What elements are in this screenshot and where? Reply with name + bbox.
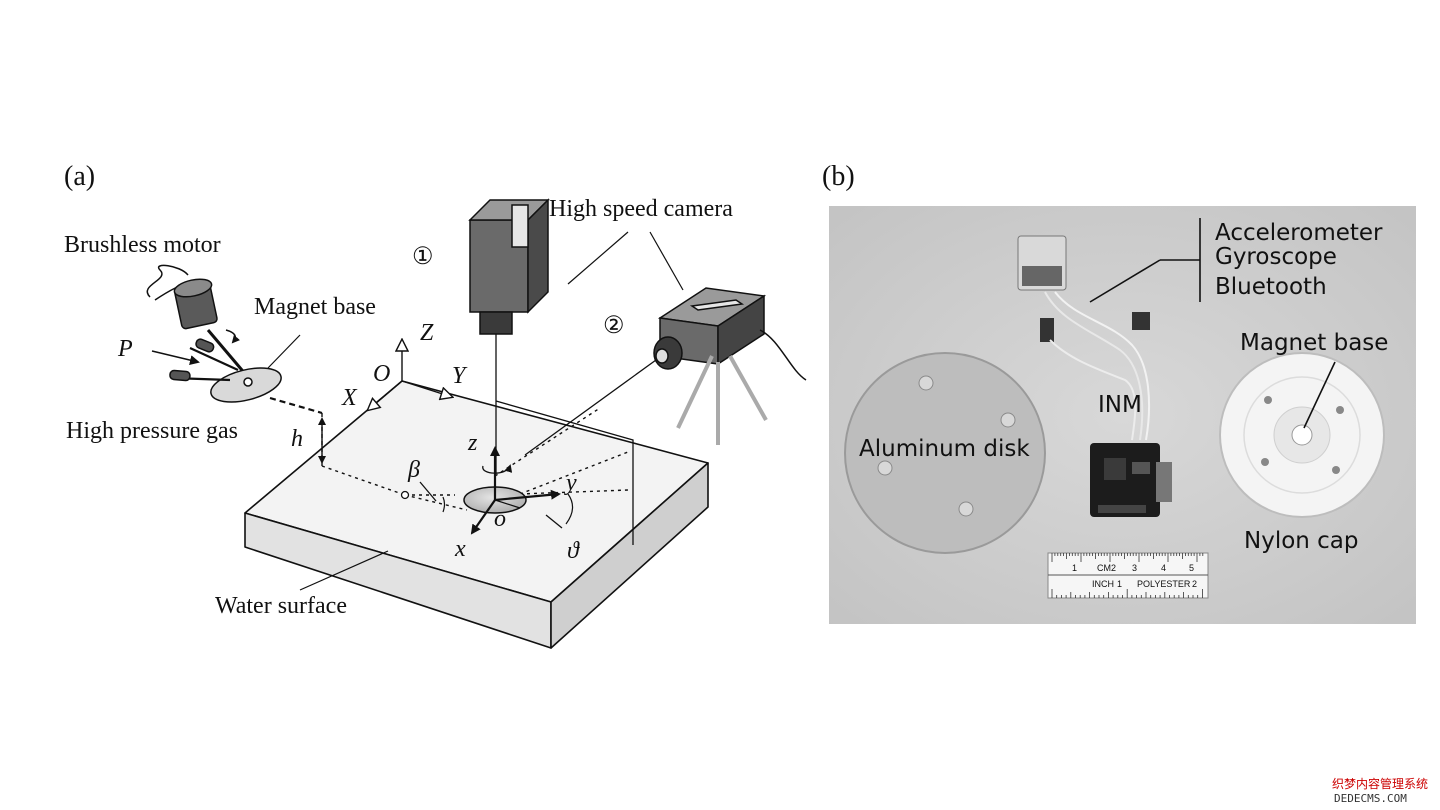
brushless-motor-label: Brushless motor	[64, 232, 221, 258]
ruler-cm-2: CM2	[1097, 563, 1116, 573]
ruler-inch-2: 2	[1192, 579, 1197, 589]
camera-1-number: ①	[412, 244, 434, 270]
axis-X-label: X	[341, 385, 358, 411]
watermark: 织梦内容管理系统 DEDECMS.COM	[1330, 774, 1434, 805]
nylon-cap-label: Nylon cap	[1244, 528, 1359, 554]
spin-arrow	[482, 464, 513, 474]
axis-y-label: y	[564, 470, 577, 496]
axis-Y-label: Y	[452, 363, 468, 389]
axis-x-label: x	[454, 536, 466, 562]
inm-label: INM	[1098, 392, 1142, 418]
battery-module	[1017, 235, 1150, 441]
high-speed-camera-label: High speed camera	[549, 196, 733, 222]
bluetooth-label: Bluetooth	[1215, 274, 1327, 300]
global-axes	[368, 340, 452, 410]
origin-o-label: o	[494, 506, 506, 532]
ruler-cm-4: 4	[1161, 563, 1166, 573]
gyroscope-label: Gyroscope	[1215, 244, 1337, 270]
ruler-cm-3: 3	[1132, 563, 1137, 573]
nylon-cap	[1219, 352, 1385, 518]
panel-a-label: (a)	[64, 161, 95, 192]
ruler	[1047, 552, 1209, 599]
ruler-cm-5: 5	[1189, 563, 1194, 573]
trajectory-lines	[321, 407, 629, 511]
high-pressure-gas-label: High pressure gas	[66, 418, 238, 444]
launch-point	[400, 490, 410, 500]
watermark-cn: 织梦内容管理系统	[1332, 776, 1428, 791]
launcher	[146, 264, 282, 403]
height-h-label: h	[291, 426, 303, 452]
camera-2	[524, 287, 807, 456]
ruler-brand: POLYESTER	[1137, 579, 1191, 589]
ruler-inch-label: INCH	[1092, 579, 1114, 589]
ruler-inch-1: 1	[1117, 579, 1122, 589]
panel-b-label: (b)	[822, 161, 855, 192]
local-axes	[470, 446, 561, 535]
inm-board	[1090, 443, 1172, 517]
ruler-cm-1: 1	[1072, 563, 1077, 573]
pressure-P-label: P	[117, 336, 133, 362]
panel-b: (b) Aluminum disk I	[822, 161, 1416, 624]
measurement-plane	[495, 400, 634, 545]
watermark-domain: DEDECMS.COM	[1334, 792, 1407, 805]
aluminum-disk-label: Aluminum disk	[859, 436, 1030, 462]
origin-O-label: O	[373, 361, 390, 387]
axis-Z-label: Z	[420, 320, 434, 346]
aluminum-disk	[844, 352, 1046, 554]
water-surface-label: Water surface	[215, 593, 347, 619]
magnet-base-label-b: Magnet base	[1240, 330, 1388, 356]
camera-2-number: ②	[603, 313, 625, 339]
magnet-base-label-a: Magnet base	[254, 294, 376, 320]
axis-z-label: z	[467, 430, 478, 456]
panel-a: (a) Z O X Y	[64, 161, 807, 649]
angle-beta-label: β	[407, 457, 420, 483]
camera-1	[468, 198, 550, 474]
angle-theta-label: ϑ	[567, 538, 580, 564]
accelerometer-label: Accelerometer	[1215, 220, 1383, 246]
ruler-ticks	[1051, 553, 1204, 598]
